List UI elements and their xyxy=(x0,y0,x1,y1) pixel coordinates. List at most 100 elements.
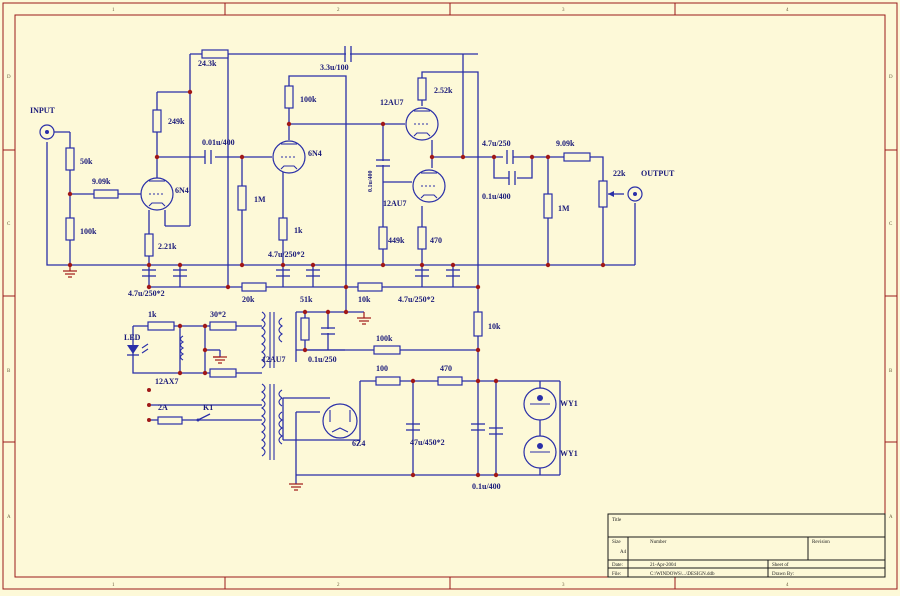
zone-right-d: D xyxy=(889,75,893,80)
fuse-2a xyxy=(157,416,183,425)
label-c-01u-400-c: 0.1u/400 xyxy=(472,482,501,491)
resistor-100k-sup xyxy=(373,345,401,355)
tube-6n4-b xyxy=(272,140,306,174)
label-r-10k-v: 10k xyxy=(488,322,501,331)
label-reg-wy1-a: WY1 xyxy=(560,399,578,408)
power-transformer xyxy=(261,383,283,460)
resistor-449k xyxy=(378,226,388,250)
label-r-100k-sup: 100k xyxy=(376,334,393,343)
label-c-01u-250: 0.1u/250 xyxy=(308,355,337,364)
resistor-10k-v xyxy=(473,311,483,337)
resistor-470-cath xyxy=(417,226,427,250)
label-c-47u-450x2: 47u/450*2 xyxy=(410,438,445,447)
cap-001u-400 xyxy=(204,150,212,164)
label-r-449k: 449k xyxy=(388,236,405,245)
resistor-50k xyxy=(65,147,75,171)
label-r-1k: 1k xyxy=(294,226,303,235)
resistor-470-sup xyxy=(437,376,463,386)
resistor-100k-in xyxy=(65,217,75,241)
tb-number-label: Number xyxy=(650,540,667,545)
cap-01u-400-c xyxy=(489,427,503,435)
label-r-1m-grid: 1M xyxy=(254,195,266,204)
label-c-001u-400: 0.01u/400 xyxy=(202,138,235,147)
label-fuse-2a: 2A xyxy=(158,403,168,412)
label-r-249k: 249k xyxy=(168,117,185,126)
cap-47u-250x2-c xyxy=(415,269,460,277)
tb-file-value: C:\WINDOWS\...\DESIGN.ddb xyxy=(650,572,715,577)
resistor-1k xyxy=(278,217,288,241)
tb-size-label: Size xyxy=(612,540,621,545)
label-r-100k-plate: 100k xyxy=(300,95,317,104)
zone-right-a: A xyxy=(889,515,893,520)
label-r-909k-out: 9.09k xyxy=(556,139,575,148)
ground-icon xyxy=(289,483,303,491)
resistor-30-b xyxy=(209,368,237,378)
label-tube-6n4-a: 6N4 xyxy=(175,186,189,195)
label-r-252k: 2.52k xyxy=(434,86,453,95)
tb-sheet-label: Sheet of xyxy=(772,563,789,568)
resistor-100k-plate xyxy=(284,85,294,109)
resistor-909k-out xyxy=(563,152,591,162)
output-jack xyxy=(627,186,643,202)
tube-12au7-bot xyxy=(412,169,446,203)
components xyxy=(39,46,643,475)
zone-bottom-1: 1 xyxy=(112,583,115,588)
junctions xyxy=(67,89,606,478)
label-heater-12au7: 12AU7 xyxy=(262,355,286,364)
input-jack xyxy=(39,124,55,140)
label-c-01u-400-v: 0.1u/400 xyxy=(368,170,374,192)
zone-left-c: C xyxy=(7,222,11,227)
label-heater-12ax7: 12AX7 xyxy=(155,377,179,386)
label-c-47u-250x2-c: 4.7u/250*2 xyxy=(398,295,435,304)
zone-top-3: 3 xyxy=(562,8,565,13)
tb-file-label: File: xyxy=(612,572,621,577)
label-led: LED xyxy=(124,333,141,342)
resistor-221k xyxy=(144,233,154,257)
component-labels: INPUT OUTPUT 50k 9.09k 100k 6N4 249k 2.2… xyxy=(30,59,675,491)
resistor-252k xyxy=(417,77,427,101)
tb-drawn-label: Drawn By: xyxy=(772,572,794,577)
label-r-20k: 20k xyxy=(242,295,255,304)
label-r-909k-in: 9.09k xyxy=(92,177,111,186)
label-r-1k-led: 1k xyxy=(148,310,157,319)
resistor-51k xyxy=(300,317,310,341)
label-pot-22k: 22k xyxy=(613,169,626,178)
label-c-47u-250x2-b: 4.7u/250*2 xyxy=(268,250,305,259)
tube-12au7-top xyxy=(405,107,439,141)
zone-bottom-3: 3 xyxy=(562,583,565,588)
tb-size-value: A4 xyxy=(620,550,627,555)
label-r-30x2: 30*2 xyxy=(210,310,226,319)
output-label: OUTPUT xyxy=(641,169,675,178)
resistor-20k xyxy=(241,282,267,292)
resistor-249k xyxy=(152,109,162,133)
zone-right-b: B xyxy=(889,369,893,374)
zone-top-4: 4 xyxy=(786,8,789,13)
zone-bottom-2: 2 xyxy=(337,583,340,588)
label-tube-12au7-bot: 12AU7 xyxy=(383,199,407,208)
title-block: Title Size A4 Number Revision Date: 21-A… xyxy=(607,513,886,578)
zone-top-2: 2 xyxy=(337,8,340,13)
regulator-wy1-b xyxy=(523,435,557,469)
resistor-1m-out xyxy=(543,193,553,219)
label-r-221k: 2.21k xyxy=(158,242,177,251)
cap-47u-250 xyxy=(506,150,514,164)
tb-date-value: 21-Apr-2004 xyxy=(650,563,677,568)
label-tube-6n4-b: 6N4 xyxy=(308,149,322,158)
resistor-1m-grid xyxy=(237,185,247,211)
tb-date-label: Date: xyxy=(612,563,623,568)
resistor-243k xyxy=(201,49,229,59)
label-r-243k: 24.3k xyxy=(198,59,217,68)
cap-33u-100 xyxy=(344,46,352,62)
zone-right-c: C xyxy=(889,222,893,227)
zone-top-1: 1 xyxy=(112,8,115,13)
cap-01u-250 xyxy=(321,327,335,335)
regulator-wy1-a xyxy=(523,387,557,421)
label-tube-12au7-top: 12AU7 xyxy=(380,98,404,107)
label-r-10k-h: 10k xyxy=(358,295,371,304)
cap-47u-450x2 xyxy=(406,423,485,431)
ground-icon xyxy=(213,356,227,364)
tb-revision-label: Revision xyxy=(812,540,830,545)
